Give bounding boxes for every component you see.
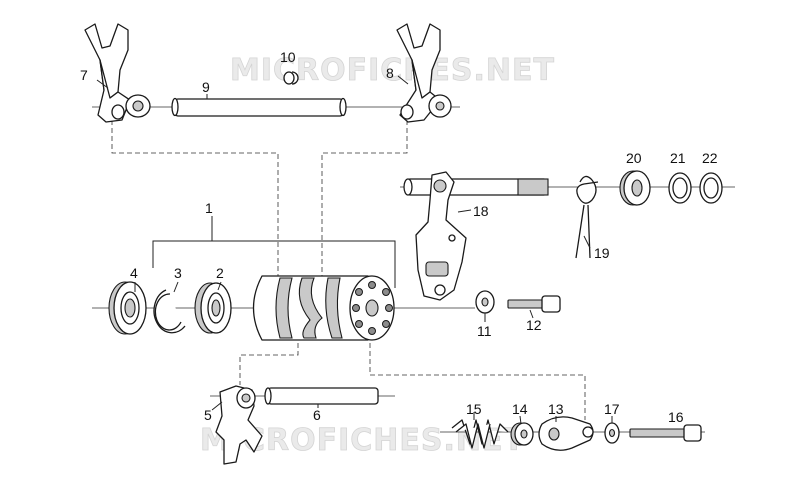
bolt-12 <box>507 295 561 313</box>
stopper-lever-13 <box>538 416 594 451</box>
callout-2: 2 <box>216 265 224 281</box>
washer-22 <box>699 172 723 204</box>
callout-7: 7 <box>80 67 88 83</box>
callout-21: 21 <box>670 150 686 166</box>
shift-drum-1 <box>252 275 395 341</box>
circlip-10 <box>283 71 299 85</box>
callout-8: 8 <box>386 65 394 81</box>
callout-labels: 1 2 3 4 5 6 7 8 9 10 11 12 13 14 15 16 1… <box>80 49 718 425</box>
callout-20: 20 <box>626 150 642 166</box>
shift-fork-5 <box>215 385 263 465</box>
bearing-2 <box>194 282 232 334</box>
callout-17: 17 <box>604 401 620 417</box>
washer-21 <box>668 172 692 204</box>
washer-11 <box>475 290 495 314</box>
callout-9: 9 <box>202 79 210 95</box>
washer-20 <box>619 170 651 206</box>
callout-3: 3 <box>174 265 182 281</box>
callout-18: 18 <box>473 203 489 219</box>
callout-5: 5 <box>204 407 212 423</box>
callout-1: 1 <box>205 200 213 216</box>
leader-lines <box>96 75 613 425</box>
shift-fork-8 <box>396 23 452 123</box>
callout-14: 14 <box>512 401 528 417</box>
fork-shaft-9 <box>171 97 347 117</box>
snap-ring-3 <box>153 289 186 334</box>
callout-4: 4 <box>130 265 138 281</box>
assembly-dashed-lines <box>111 120 586 420</box>
callout-22: 22 <box>702 150 718 166</box>
callout-19: 19 <box>594 245 610 261</box>
watermark-top: MICROFICHES.NET <box>230 53 555 88</box>
bolt-16 <box>629 424 702 442</box>
fork-shaft-6 <box>264 387 379 405</box>
callout-15: 15 <box>466 401 482 417</box>
callout-13: 13 <box>548 401 564 417</box>
spring-15 <box>451 419 509 449</box>
callout-12: 12 <box>526 317 542 333</box>
callout-6: 6 <box>313 407 321 423</box>
washer-17 <box>604 422 620 444</box>
collar-14 <box>510 422 534 446</box>
shift-fork-7 <box>84 23 151 123</box>
callout-16: 16 <box>668 409 684 425</box>
shift-shaft-18 <box>403 171 549 301</box>
return-spring-19 <box>575 175 599 259</box>
callout-11: 11 <box>477 323 492 339</box>
callout-10: 10 <box>280 49 296 65</box>
bearing-4 <box>108 281 147 335</box>
